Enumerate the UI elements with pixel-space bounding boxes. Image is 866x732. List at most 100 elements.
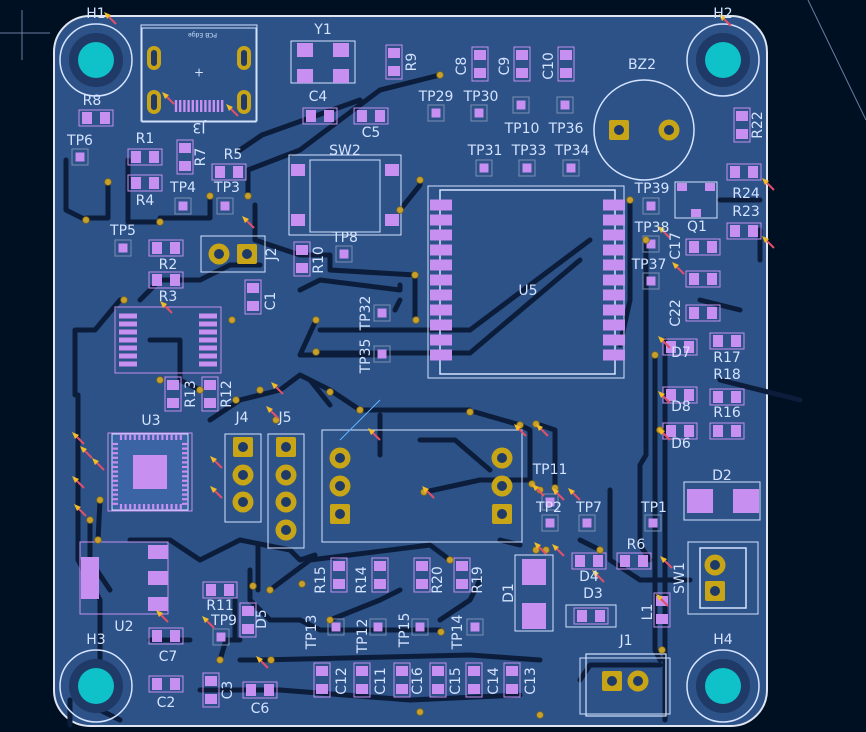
q1-courtyard <box>674 181 718 219</box>
r7-pad-1 <box>179 143 191 153</box>
r12-pad-2 <box>204 398 216 408</box>
j3-contact <box>208 100 211 112</box>
sw2-pad <box>385 164 399 176</box>
label-tp5: TP5 <box>109 223 136 239</box>
c7-pad-1 <box>152 630 162 642</box>
r10-pad-1 <box>296 245 308 255</box>
via <box>411 271 419 279</box>
label-r10: R10 <box>311 246 327 274</box>
r11-courtyard <box>202 581 238 599</box>
d5-pad-2 <box>242 624 254 634</box>
ratsnest-arrow <box>672 262 685 275</box>
r7-pad-2 <box>179 161 191 171</box>
u5-pad-left <box>430 319 452 331</box>
footprint-layer <box>71 24 762 717</box>
c14-courtyard <box>465 662 483 698</box>
d6-pad-1 <box>666 425 676 437</box>
label-c1: C1 <box>263 292 279 311</box>
d4-courtyard <box>571 552 607 570</box>
u2-pad-3 <box>148 597 168 611</box>
c13-pad-2 <box>506 684 518 694</box>
u5-pad-left <box>430 259 452 271</box>
c15-pad-1 <box>432 666 444 676</box>
label-r14: R14 <box>354 566 370 594</box>
u3-pad <box>182 488 188 492</box>
u1-courtyard <box>114 306 222 374</box>
u3-pad <box>133 434 136 440</box>
module-pin-right <box>491 447 513 469</box>
label-tp7: TP7 <box>575 500 602 516</box>
r3-pad-2 <box>170 274 180 286</box>
r15-pad-2 <box>333 579 345 589</box>
u3-pad <box>147 504 150 510</box>
c12-courtyard <box>313 662 331 698</box>
c9-pad-2 <box>516 68 528 78</box>
j3-contact <box>187 100 190 112</box>
u3-pad <box>124 434 127 440</box>
j3-contact <box>216 100 220 112</box>
label-tp37: TP37 <box>631 257 667 273</box>
l1-pad-2 <box>656 614 668 624</box>
r10-pad-2 <box>296 263 308 273</box>
c4-pad-2 <box>324 110 334 122</box>
label-tp39: TP39 <box>634 181 670 197</box>
label-tp9: TP9 <box>210 613 237 629</box>
tp30-courtyard <box>470 104 488 122</box>
label-r23: R23 <box>732 204 760 220</box>
mounting-hole-h2[interactable] <box>686 23 760 97</box>
ratsnest-arrow <box>552 544 565 557</box>
u3-pad <box>182 470 188 473</box>
r6-pad-2 <box>638 555 648 567</box>
label-r2: R2 <box>159 257 178 273</box>
label-r12: R12 <box>219 380 235 408</box>
r6-pad-1 <box>620 555 630 567</box>
trace-layer <box>63 72 803 728</box>
mounting-hole-h4[interactable] <box>686 649 760 723</box>
tp8-courtyard <box>335 245 353 263</box>
u1-pad-right <box>199 361 217 367</box>
label-tp10: TP10 <box>504 121 540 137</box>
label-c14: C14 <box>486 667 502 695</box>
u3-courtyard <box>107 432 193 512</box>
r2-pad-1 <box>152 242 162 254</box>
r15-pad-1 <box>333 561 345 571</box>
u3-pad <box>129 434 132 440</box>
j3-contact <box>174 100 178 112</box>
label-d6: D6 <box>671 436 691 452</box>
tp9-courtyard <box>212 628 230 646</box>
u3-exposed-pad <box>133 455 167 489</box>
r12-courtyard <box>201 376 219 412</box>
u3-pad <box>179 434 182 440</box>
u5-pad-left <box>430 289 452 301</box>
via <box>437 628 445 636</box>
via <box>651 351 659 359</box>
c7-pad-2 <box>170 630 180 642</box>
label-sw2: SW2 <box>329 143 361 159</box>
d4-pad-1 <box>575 555 585 567</box>
tp31-courtyard <box>475 159 493 177</box>
u1-pad-right <box>199 329 217 335</box>
tp5-courtyard <box>114 239 132 257</box>
board-outline[interactable] <box>53 15 768 727</box>
u3-pad <box>129 504 132 510</box>
c4-courtyard <box>302 107 338 125</box>
ratsnest-layer <box>72 12 775 669</box>
r14-courtyard <box>371 557 389 593</box>
label-j2: J2 <box>264 247 280 261</box>
via <box>536 711 544 719</box>
d8-pad-2 <box>684 389 694 401</box>
tp1-courtyard <box>644 514 662 532</box>
c16-courtyard <box>393 662 411 698</box>
label-c10: C10 <box>541 52 557 80</box>
r9-pad-1 <box>388 48 400 58</box>
tp13-pad <box>331 622 341 632</box>
via <box>86 516 94 524</box>
sw1-body <box>699 547 747 609</box>
mounting-hole-h1[interactable] <box>59 23 133 97</box>
label-r19: R19 <box>470 566 486 594</box>
label-tp32: TP32 <box>358 296 374 332</box>
mounting-hole-h3[interactable] <box>59 649 133 723</box>
offboard-line <box>807 0 866 121</box>
